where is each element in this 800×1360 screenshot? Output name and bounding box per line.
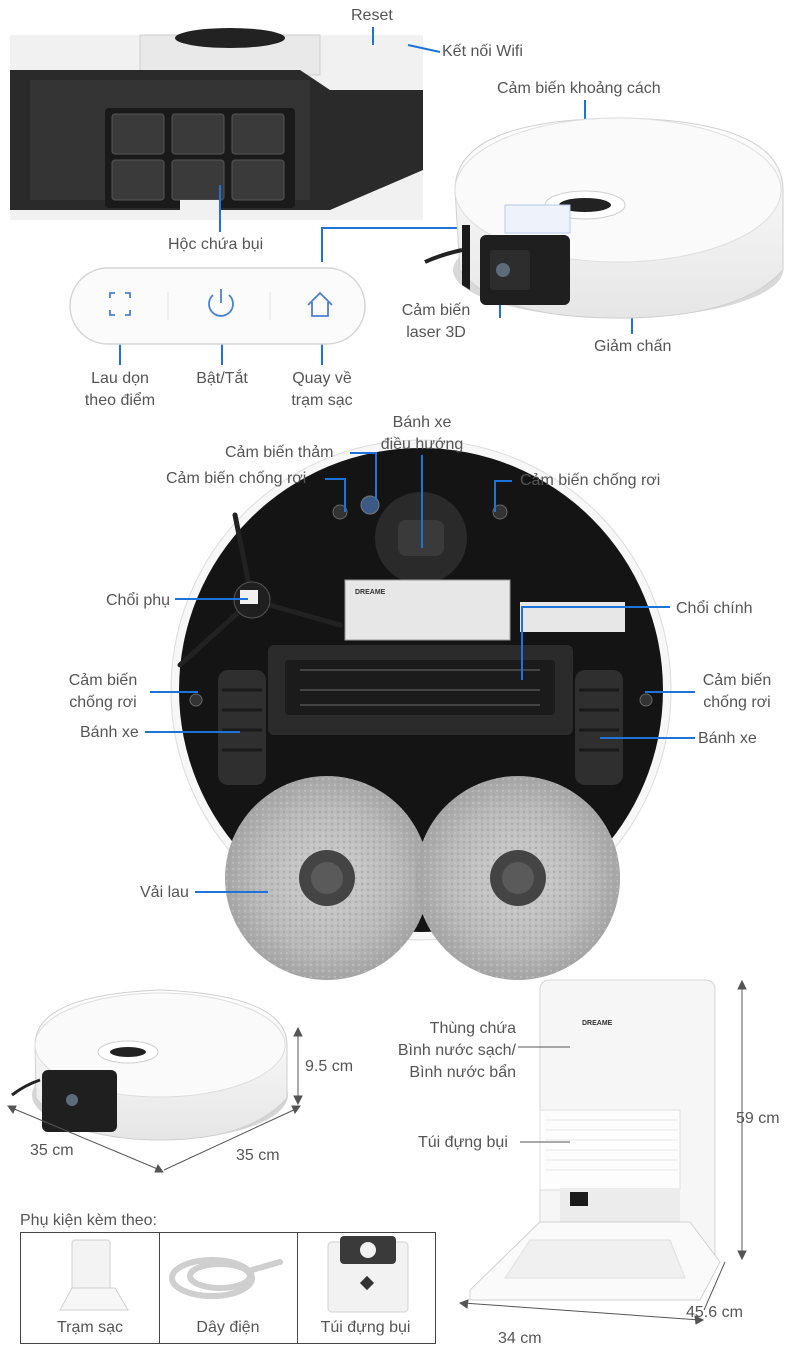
water-tank-label: Thùng chứa Bình nước sạch/ Bình nước bẩn (386, 1018, 516, 1084)
station-depth-label: 45.6 cm (686, 1304, 743, 1321)
power-label: Bật/Tắt (196, 370, 248, 387)
mop-label: Vải lau (140, 884, 189, 901)
robot-width-label: 35 cm (30, 1142, 74, 1159)
accessory-item: Trạm sạc (21, 1233, 160, 1343)
power-icon (208, 289, 234, 317)
wifi-label: Kết nối Wifi (442, 43, 523, 60)
side-brush-label: Chổi phụ (106, 592, 171, 609)
cliff-sensor-top-right-label: Cảm biến chống rơi (520, 472, 661, 489)
station-leader-lines (518, 1046, 570, 1143)
wheel-left-label: Bánh xe (80, 724, 139, 741)
robot-underside-photo: DREAME (170, 439, 672, 980)
underside-leader-lines (145, 452, 695, 893)
spot-clean-label-line2: theo điểm (84, 392, 156, 409)
accessory-item: Dây điện (159, 1233, 298, 1343)
robot-dimension-photo (11, 989, 288, 1141)
cliff-sensor-right-label-line1: Cảm biến (702, 672, 772, 689)
dustbin-photo (10, 28, 423, 220)
dust-bag-thumb (327, 1236, 409, 1313)
laser-sensor-label-line1: Cảm biến (401, 302, 471, 319)
accessory-label: Túi đựng bụi (320, 1319, 411, 1336)
station-brand-text: DREAME (582, 1020, 613, 1027)
wheel-right-label: Bánh xe (698, 730, 757, 747)
button-panel (69, 267, 366, 345)
cliff-sensor-right-label: Cảm biến chống rơi (692, 670, 782, 714)
robot-top-photo (424, 117, 784, 319)
main-brush-label: Chổi chính (676, 600, 753, 617)
water-tank-label-line3: Bình nước bẩn (409, 1064, 516, 1081)
distance-sensor-label: Cảm biến khoảng cách (497, 80, 661, 97)
brand-plate-text: DREAME (355, 589, 386, 596)
accessories-box: Trạm sạc Dây điện Túi đựng bụi (20, 1232, 436, 1344)
robot-height-label: 9.5 cm (305, 1058, 354, 1075)
accessory-item: Túi đựng bụi (297, 1233, 434, 1343)
water-tank-label-line2: Bình nước sạch/ (397, 1042, 516, 1059)
reset-label: Reset (351, 7, 393, 24)
dust-bag-label: Túi đựng bụi (418, 1134, 508, 1151)
station-photo (469, 979, 721, 1301)
power-cord-thumb (169, 1257, 283, 1299)
station-height-label: 59 cm (736, 1110, 780, 1127)
laser-sensor-label-line2: laser 3D (406, 324, 466, 341)
home-label: Quay về trạm sạc (282, 368, 362, 412)
bumper-label: Giảm chấn (594, 338, 672, 355)
home-label-line2: trạm sạc (291, 392, 353, 409)
spot-clean-label: Lau dọn theo điểm (70, 368, 170, 412)
carpet-sensor-label: Cảm biến thảm (225, 444, 334, 461)
accessory-label: Trạm sạc (56, 1319, 124, 1336)
accessories-title: Phụ kiện kèm theo: (20, 1212, 157, 1229)
cliff-sensor-top-left-label: Cảm biến chống rơi (166, 470, 307, 487)
spot-clean-label-line1: Lau dọn (91, 370, 149, 387)
nav-wheel-label-line1: Bánh xe (392, 414, 452, 431)
cliff-sensor-right-label-line2: chống rơi (703, 694, 771, 711)
home-icon (307, 291, 333, 317)
charging-station-thumb (59, 1239, 129, 1311)
dustbin-label: Hộc chứa bụi (168, 236, 264, 253)
accessory-label: Dây điện (196, 1319, 260, 1336)
nav-wheel-label: Bánh xe điều hướng (370, 412, 474, 456)
water-tank-label-line1: Thùng chứa (429, 1020, 516, 1037)
cliff-sensor-left-label: Cảm biến chống rơi (58, 670, 148, 714)
robot-depth-label: 35 cm (236, 1147, 280, 1164)
spot-clean-icon (109, 292, 131, 316)
station-dimension-lines (458, 979, 747, 1325)
robot-dimension-lines (7, 1026, 303, 1173)
station-width-label: 34 cm (498, 1330, 542, 1347)
nav-wheel-label-line2: điều hướng (380, 436, 464, 453)
laser-sensor-label: Cảm biến laser 3D (396, 300, 476, 344)
home-label-line1: Quay về (292, 370, 352, 387)
cliff-sensor-left-label-line1: Cảm biến (68, 672, 138, 689)
cliff-sensor-left-label-line2: chống rơi (69, 694, 137, 711)
